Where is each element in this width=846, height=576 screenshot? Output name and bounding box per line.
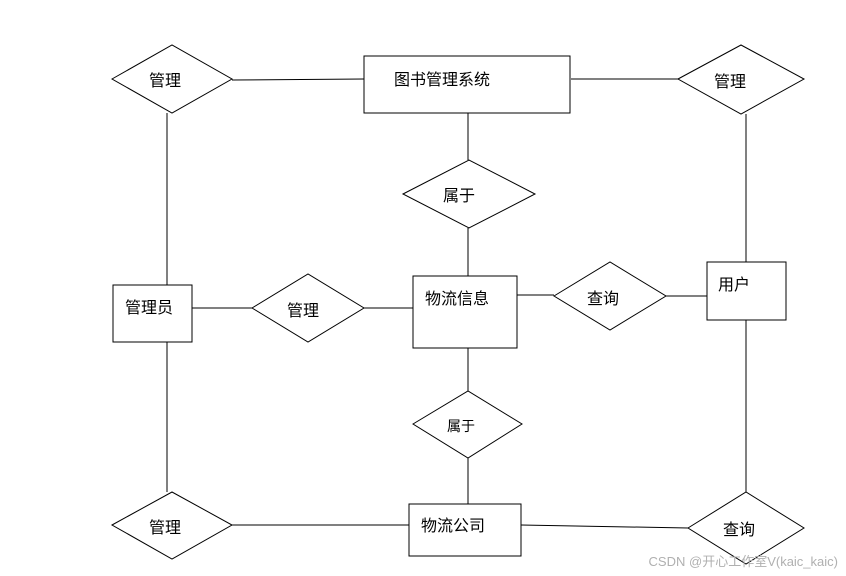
entity-admin: 管理员 [112, 284, 193, 343]
csdn-watermark: CSDN @开心工作室V(kaic_kaic) [649, 554, 838, 569]
connector-company-query-bottom [520, 524, 689, 529]
entity-admin-label: 管理员 [125, 298, 173, 317]
relationship-query-bottom-right: 查询 [687, 491, 805, 565]
entity-logistics-info-label: 物流信息 [425, 289, 489, 308]
relationship-belongs-bottom-label: 属于 [447, 419, 475, 435]
relationship-manage-top-left: 管理 [110, 44, 234, 114]
relationship-manage-bottom-left-label: 管理 [149, 518, 181, 537]
relationship-query-middle: 查询 [553, 261, 667, 331]
entity-logistics-info: 物流信息 [412, 275, 518, 349]
entity-logistics-company-label: 物流公司 [421, 516, 485, 535]
entity-system-label: 图书管理系统 [394, 70, 490, 89]
entity-logistics-company: 物流公司 [408, 503, 522, 557]
entity-user-label: 用户 [718, 275, 750, 294]
connector-system-manage-left [231, 78, 365, 81]
entity-user: 用户 [706, 261, 787, 321]
relationship-manage-top-left-label: 管理 [149, 71, 181, 90]
relationship-query-bottom-right-label: 查询 [723, 520, 755, 539]
relationship-belongs-bottom: 属于 [412, 390, 523, 459]
relationship-manage-middle-label: 管理 [287, 301, 319, 320]
relationship-manage-middle: 管理 [251, 273, 365, 343]
relationship-query-middle-label: 查询 [587, 289, 619, 308]
relationship-manage-top-right-label: 管理 [714, 72, 746, 91]
relationship-manage-bottom-left: 管理 [110, 491, 234, 560]
connectors [166, 78, 747, 529]
entity-system: 图书管理系统 [363, 55, 571, 114]
relationship-belongs-top-label: 属于 [443, 186, 475, 205]
relationship-belongs-top: 属于 [401, 159, 537, 229]
relationship-manage-top-right: 管理 [676, 44, 806, 115]
